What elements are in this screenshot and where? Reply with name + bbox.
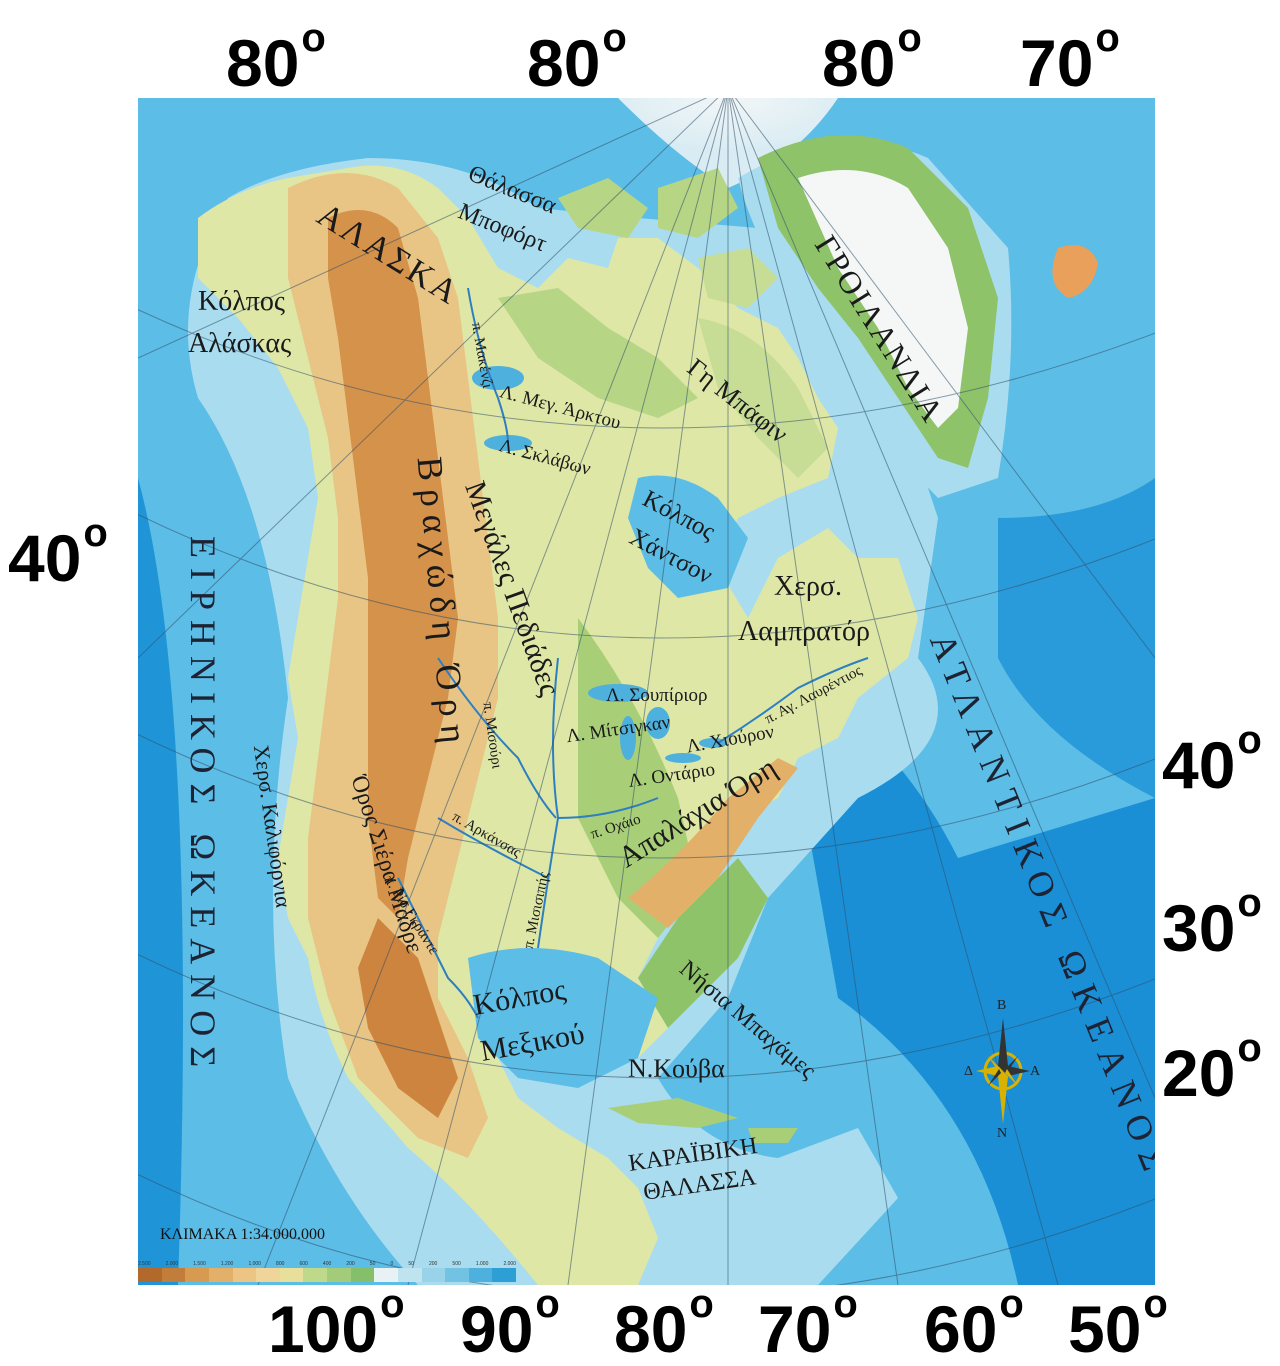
scale-swatch: [445, 1268, 469, 1282]
labrador-label: Χερσ.: [774, 571, 843, 602]
top-degree-label: 70o: [1020, 16, 1120, 100]
greenland-ice: [798, 170, 968, 428]
gulf-alaska-label: Κόλπος: [198, 286, 286, 317]
scale-tick-label: 2.000: [503, 1261, 516, 1267]
great-bear-lake: [472, 366, 524, 390]
bottom-degree-label: 60o: [924, 1282, 1024, 1366]
gulf-of-mexico: [468, 948, 658, 1088]
scale-tick-label: 1.500: [193, 1261, 206, 1267]
scale-tick-label: 200: [346, 1261, 355, 1267]
scale-swatch: [350, 1268, 375, 1282]
missouri-river: [437, 657, 557, 819]
scale-tick-label: 600: [299, 1261, 308, 1267]
scale-swatch: [492, 1268, 516, 1282]
bottom-degree-label: 50o: [1068, 1282, 1168, 1366]
ohio-river: [557, 797, 659, 819]
scale-tick-label: 800: [276, 1261, 285, 1267]
rocky-mountains-core: [328, 210, 458, 918]
scale-swatch: [161, 1268, 186, 1282]
scale-swatch: [421, 1268, 446, 1282]
scale-tick-label: 0: [390, 1261, 394, 1267]
scale-swatch: [208, 1268, 233, 1282]
deep-ocean-pacific: [138, 478, 183, 1285]
scale-tick-label: 1.200: [220, 1261, 234, 1267]
lake-superior-label: Λ. Σουπίριορ: [606, 685, 708, 706]
cuba-label: Ν.Κούβα: [628, 1054, 725, 1083]
left-degree-label: 40o: [8, 511, 108, 595]
scale-tick-label: 1.000: [475, 1261, 489, 1267]
map-graphic: [138, 98, 1155, 1285]
physical-map: ΕΙΡΗΝΙΚΟΣ ΩΚΕΑΝΟΣ ΑΤΛΑΝΤΙΚΟΣ ΩΚΕΑΝΟΣ ΑΛΑ…: [138, 98, 1155, 1285]
mackenzie-river: [467, 287, 509, 444]
scale-swatch: [374, 1268, 398, 1282]
lake-superior: [588, 684, 648, 702]
st-lawrence-river: [717, 657, 869, 744]
bottom-degree-label: 100o: [268, 1282, 405, 1366]
scale-label: ΚΛΙΜΑΚΑ 1:34.000.000: [160, 1226, 325, 1243]
top-degree-label: 80o: [527, 16, 627, 100]
lake-ontario: [699, 738, 727, 748]
compass-west-label: Δ: [964, 1064, 974, 1079]
top-degree-label: 80o: [226, 16, 326, 100]
scale-swatch: [279, 1268, 304, 1282]
right-degree-label: 40o: [1162, 718, 1262, 802]
scale-tick-label: 2.000: [165, 1261, 179, 1267]
lake-huron: [646, 707, 670, 739]
right-degree-label: 30o: [1162, 881, 1262, 965]
bottom-degree-label: 90o: [460, 1282, 560, 1366]
lake-erie: [665, 753, 701, 763]
iceland: [1052, 245, 1098, 298]
labrador-label: Λαμπρατόρ: [738, 616, 870, 647]
scale-tick-label: 50: [408, 1261, 414, 1267]
compass-rose: Β Δ Α Ν: [964, 998, 1042, 1148]
appalachian-mountains: [628, 758, 798, 928]
scale-swatch: [185, 1268, 209, 1282]
compass-north-label: Β: [997, 998, 1007, 1013]
scale-swatch: [397, 1268, 422, 1282]
mississippi-river: [537, 657, 560, 949]
graticule: [138, 98, 1155, 1285]
bottom-degree-label: 80o: [614, 1282, 714, 1366]
gulf-alaska-label: Αλάσκας: [188, 328, 292, 359]
elevation-scale-bar: [138, 1260, 516, 1282]
compass-star-icon: [976, 1018, 1030, 1124]
compass-south-label: Ν: [997, 1126, 1008, 1141]
rio-grande-river: [397, 877, 479, 1019]
scale-swatch: [303, 1268, 327, 1282]
hudson-bay: [628, 475, 748, 598]
arctic-island: [558, 178, 648, 238]
scale-tick-label: 200: [428, 1261, 438, 1267]
hispaniola-island: [748, 1128, 798, 1143]
lowland-coastal: [638, 858, 768, 1028]
scale-tick-label: 500: [452, 1261, 461, 1267]
cuba-island: [608, 1098, 738, 1128]
lake-michigan: [620, 716, 636, 760]
scale-swatch: [327, 1268, 351, 1282]
scale-swatch: [256, 1268, 280, 1282]
scale-swatch: [468, 1268, 493, 1282]
deep-ocean-north-atlantic: [998, 478, 1155, 798]
pacific-ocean-label: ΕΙΡΗΝΙΚΟΣ ΩΚΕΑΝΟΣ: [183, 536, 223, 1078]
scale-tick-label: 1.000: [248, 1261, 261, 1267]
scale-tick-label: 2.500: [138, 1261, 151, 1267]
bottom-degree-label: 70o: [758, 1282, 858, 1366]
arctic-island: [658, 168, 738, 238]
top-degree-label: 80o: [822, 16, 922, 100]
compass-east-label: Α: [1030, 1064, 1041, 1079]
scale-swatch: [232, 1268, 257, 1282]
arctic-island: [698, 248, 778, 308]
scale-tick-label: 400: [322, 1261, 332, 1267]
deep-ocean-atlantic: [778, 658, 1155, 1285]
scale-swatch: [138, 1268, 162, 1282]
baffin-island: [698, 318, 828, 478]
scale-tick-label: 50: [369, 1261, 376, 1267]
arkansas-river: [437, 817, 549, 879]
right-degree-label: 20o: [1162, 1026, 1262, 1110]
